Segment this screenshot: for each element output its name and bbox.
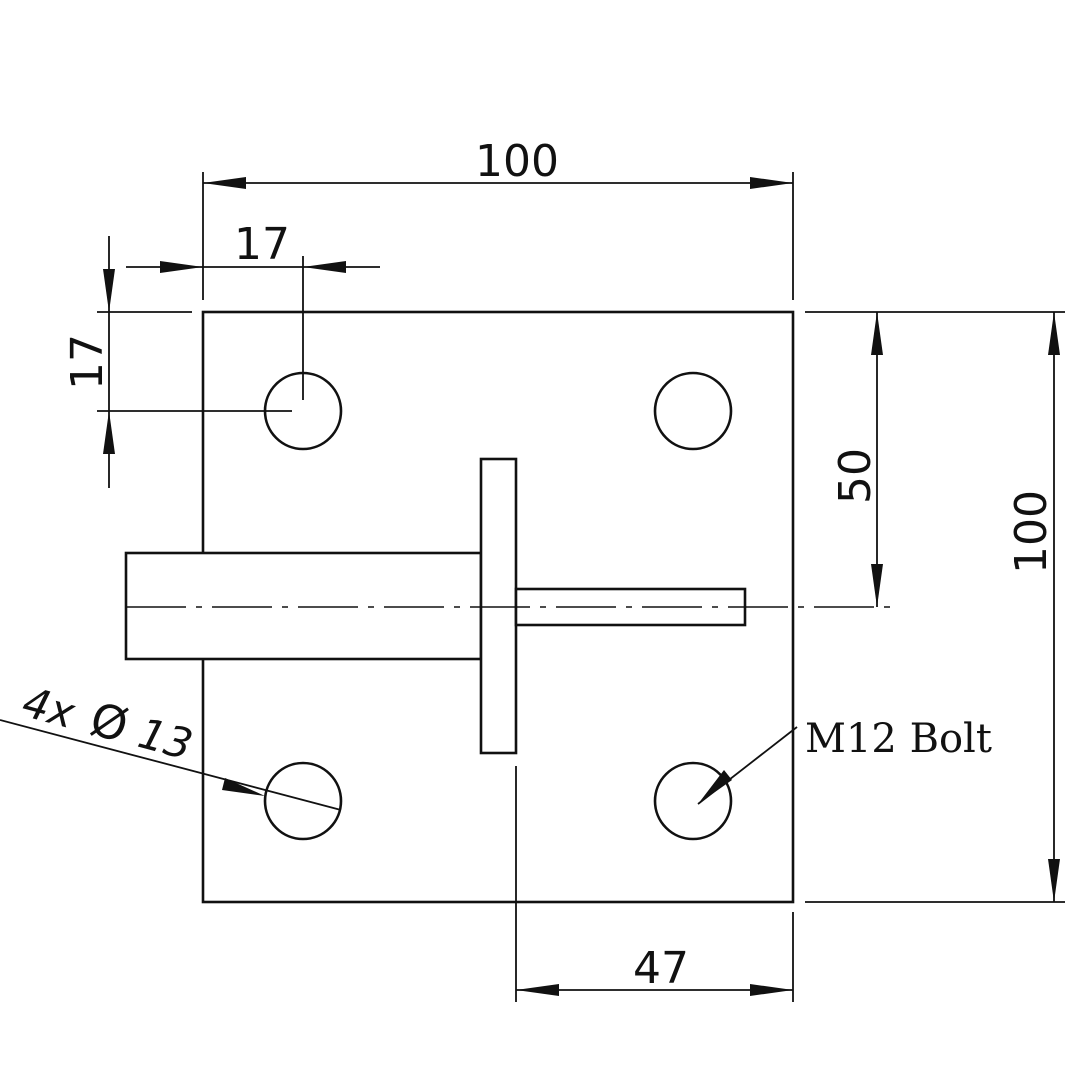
arrow-head (750, 177, 793, 189)
dimension-slot-offset: 47 (515, 766, 794, 1002)
arrow-head (1048, 312, 1060, 355)
dimension-plate-height: 100 (805, 312, 1065, 903)
arrow-head (103, 269, 115, 312)
dimension-center-height: 50 (805, 311, 1065, 607)
arrow-head (303, 261, 346, 273)
dimension-text-slot-offset: 47 (633, 943, 689, 994)
arrow-head (222, 778, 265, 796)
arrow-head (750, 984, 793, 996)
dimension-text-hole-offset-y: 17 (62, 334, 113, 390)
bolt-callout: M12 Bolt (697, 716, 992, 805)
hole-count-text: 4x (17, 677, 81, 738)
bolt-hole-top-right (653, 371, 733, 451)
center-flange (479, 457, 518, 755)
dimension-hole-offset-y: 17 (62, 236, 292, 488)
diameter-symbol: Ø (85, 692, 134, 754)
arrow-head (871, 564, 883, 607)
dimension-text-plate-height: 100 (1006, 490, 1057, 574)
arrow-head (103, 411, 115, 454)
arrow-head (1048, 859, 1060, 902)
dimension-plate-width: 100 (202, 136, 794, 300)
bolt-hole-bottom-right (653, 761, 733, 841)
arrow-head (698, 770, 732, 804)
bolt-callout-text: M12 Bolt (805, 716, 992, 762)
dimension-text-center-height: 50 (830, 448, 881, 504)
arrow-head (871, 312, 883, 355)
hole-note: 4x Ø 13 (0, 677, 342, 811)
dimension-hole-offset-x: 17 (126, 219, 380, 400)
arrow-head (516, 984, 559, 996)
arrow-head (203, 177, 246, 189)
part-geometry (124, 310, 890, 904)
hole-diameter-text: 13 (133, 708, 197, 769)
left-shaft (124, 551, 483, 661)
dimension-text-hole-offset-x: 17 (234, 219, 290, 270)
dimension-text-plate-width: 100 (475, 136, 559, 187)
arrow-head (160, 261, 203, 273)
bolt-hole-bottom-left (263, 761, 343, 841)
